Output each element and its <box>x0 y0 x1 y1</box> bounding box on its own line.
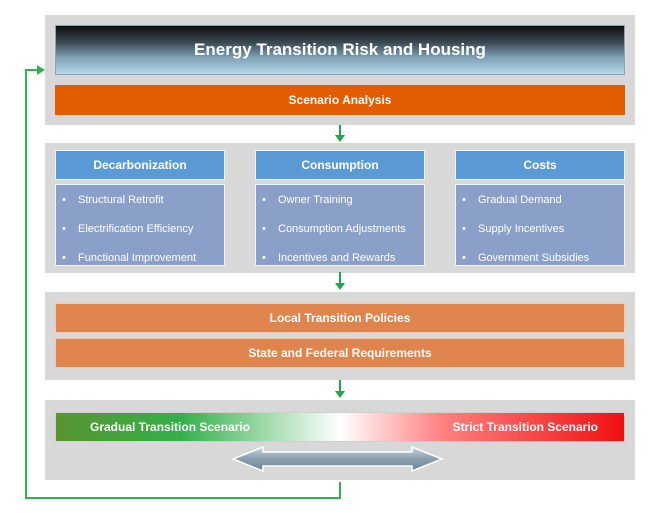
list-item-label: Supply Incentives <box>478 222 565 235</box>
column-header-costs: Costs <box>455 150 625 180</box>
column-body-costs: • Gradual Demand • Supply Incentives • Gove… <box>455 184 625 266</box>
down-arrow-icon <box>335 272 345 290</box>
list-item: • Owner Training <box>256 185 424 214</box>
double-arrow-icon <box>230 445 445 473</box>
list-item: • Government Subsidies <box>456 243 624 272</box>
list-item-label: Gradual Demand <box>478 193 562 206</box>
column-body-decarbonization: • Structural Retrofit • Electrification Ef… <box>55 184 225 266</box>
list-item-label: Incentives and Rewards <box>278 251 396 264</box>
bullet-icon: • <box>462 222 466 235</box>
strict-scenario-label: Strict Transition Scenario <box>452 420 598 434</box>
down-arrow-icon <box>335 380 345 398</box>
bullet-icon: • <box>462 193 466 206</box>
list-item-label: Consumption Adjustments <box>278 222 406 235</box>
bullet-icon: • <box>262 222 266 235</box>
list-item: • Supply Incentives <box>456 214 624 243</box>
list-item-label: Functional Improvement <box>78 251 196 264</box>
policy-bar-local: Local Transition Policies <box>55 303 625 333</box>
list-item-label: Electrification Efficiency <box>78 222 194 235</box>
scenario-analysis-bar: Scenario Analysis <box>55 85 625 115</box>
list-item: • Gradual Demand <box>456 185 624 214</box>
bullet-icon: • <box>462 251 466 264</box>
bullet-icon: • <box>62 222 66 235</box>
list-item: • Incentives and Rewards <box>256 243 424 272</box>
policy-bar-state-federal: State and Federal Requirements <box>55 338 625 368</box>
list-item-label: Structural Retrofit <box>78 193 164 206</box>
diagram-title: Energy Transition Risk and Housing <box>55 25 625 75</box>
column-body-consumption: • Owner Training • Consumption Adjustments… <box>255 184 425 266</box>
bullet-icon: • <box>62 251 66 264</box>
column-header-consumption: Consumption <box>255 150 425 180</box>
list-item: • Functional Improvement <box>56 243 224 272</box>
list-item-label: Owner Training <box>278 193 353 206</box>
list-item: • Electrification Efficiency <box>56 214 224 243</box>
bullet-icon: • <box>262 251 266 264</box>
column-header-decarbonization: Decarbonization <box>55 150 225 180</box>
bullet-icon: • <box>62 193 66 206</box>
list-item: • Structural Retrofit <box>56 185 224 214</box>
gradual-scenario-label: Gradual Transition Scenario <box>90 420 251 434</box>
scenario-spectrum-bar: Gradual Transition Scenario Strict Trans… <box>55 412 625 442</box>
down-arrow-icon <box>335 125 345 142</box>
bullet-icon: • <box>262 193 266 206</box>
feedback-loop-arrow-icon <box>25 65 341 499</box>
list-item: • Consumption Adjustments <box>256 214 424 243</box>
list-item-label: Government Subsidies <box>478 251 590 264</box>
